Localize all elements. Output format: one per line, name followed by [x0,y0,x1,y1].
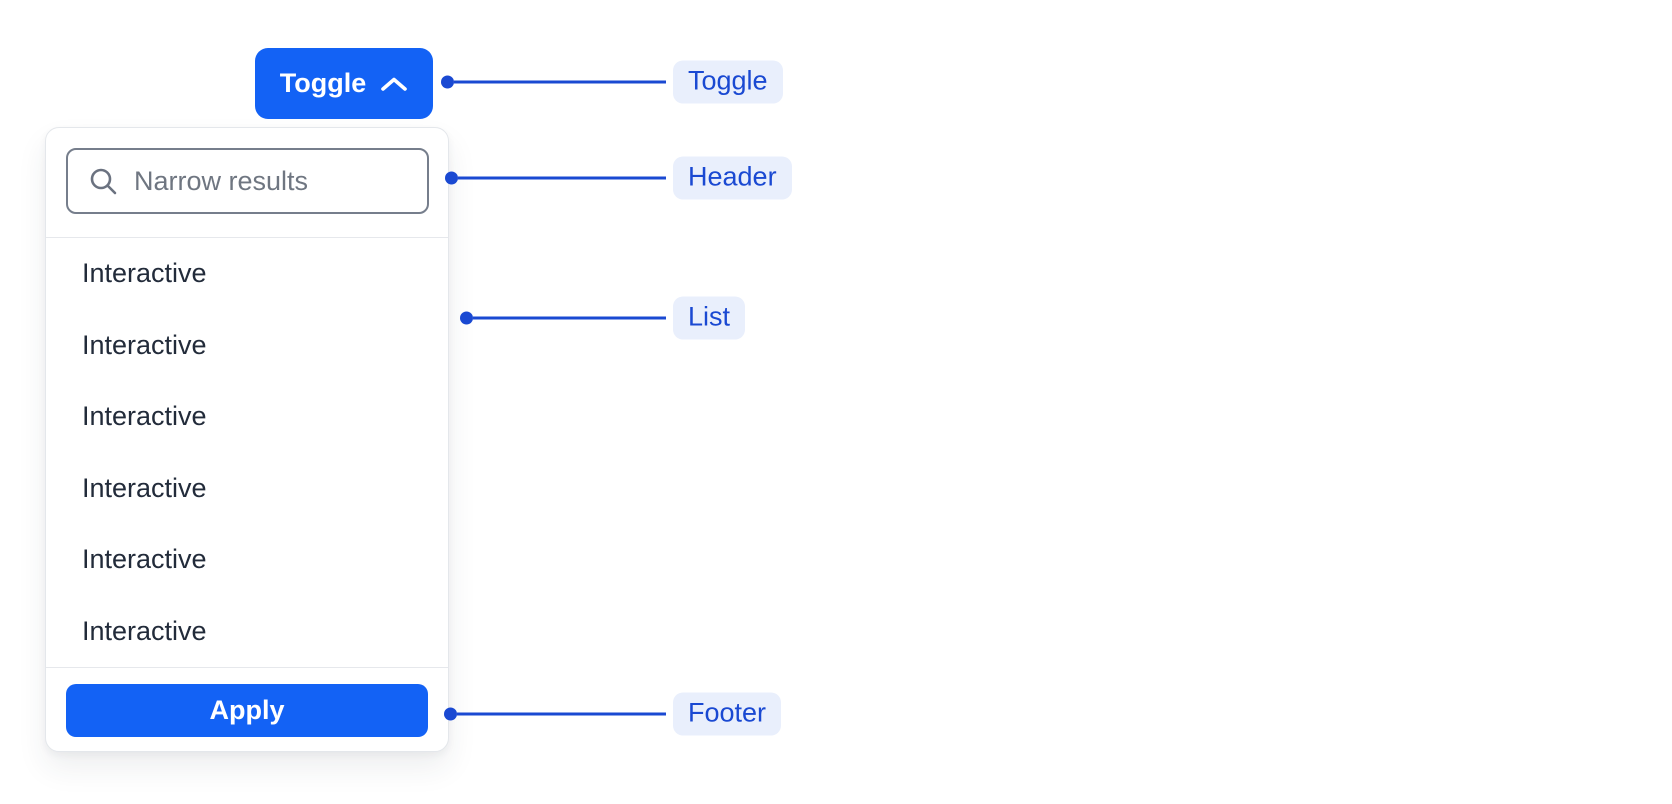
annotation-label-list: List [673,296,746,340]
annotation-connector-line [458,176,666,180]
list-item[interactable]: Interactive [82,401,207,432]
annotation-dot-icon [444,707,457,721]
list-item[interactable]: Interactive [82,544,207,575]
annotation-dot-icon [445,171,458,185]
toggle-button[interactable]: Toggle [255,48,433,119]
dropdown-footer: Apply [46,667,448,751]
search-input[interactable] [134,165,409,197]
annotation-dot-icon [441,75,454,89]
annotation-footer: Footer [444,692,782,736]
toggle-button-label: Toggle [279,68,367,98]
search-box[interactable] [66,148,429,214]
search-icon [88,166,119,197]
apply-button[interactable]: Apply [66,684,428,737]
annotation-connector-line [457,712,666,716]
chevron-up-icon [380,76,408,92]
annotation-connector-line [473,316,666,320]
annotation-header: Header [445,156,792,200]
annotation-label-toggle: Toggle [673,60,783,104]
annotation-dot-icon [460,311,473,325]
annotation-label-footer: Footer [673,692,782,736]
list-item[interactable]: Interactive [82,329,207,360]
annotation-label-header: Header [673,156,792,200]
list-item[interactable]: Interactive [82,615,207,646]
annotation-connector-line [454,80,666,84]
dropdown-panel: Interactive Interactive Interactive Inte… [45,127,449,752]
list-item[interactable]: Interactive [82,472,207,503]
dropdown-header [46,128,448,238]
list-item[interactable]: Interactive [82,258,207,289]
annotation-list: List [460,296,746,340]
annotation-toggle: Toggle [441,60,783,104]
dropdown-list: Interactive Interactive Interactive Inte… [46,238,448,667]
